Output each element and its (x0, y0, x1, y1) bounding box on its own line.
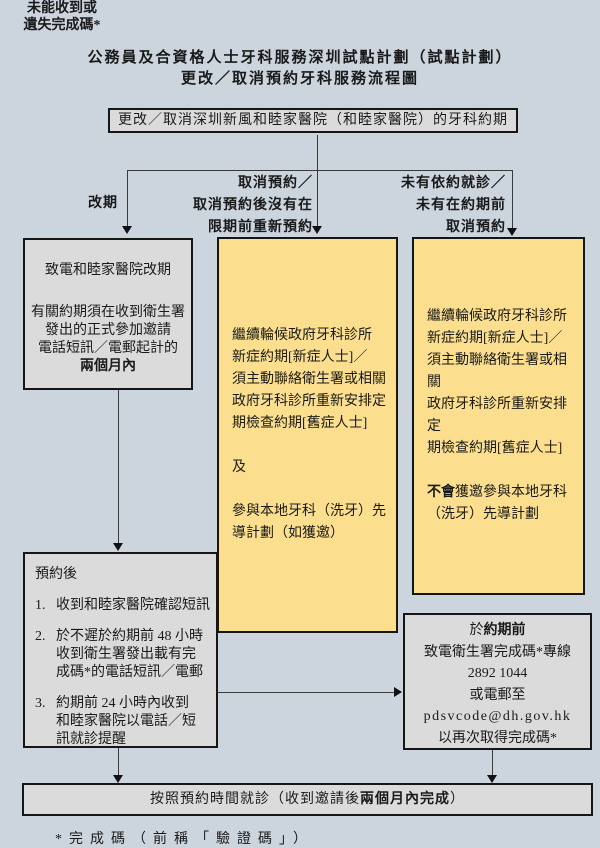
code-line1-bold: 約期前 (483, 623, 526, 638)
reschedule-box-body: 有關約期須在收到衛生署 發出的正式參加邀請 電話短訊／電郵起計的 兩個月內 (25, 304, 191, 376)
no-show-not-bold: 不會 (427, 485, 455, 500)
after-item3-number: 3. (35, 696, 46, 711)
arrow-final-left (113, 775, 123, 783)
cancel-queue-line5: 期檢查約期[舊症人士] (232, 416, 368, 431)
final-box-suffix: ） (450, 792, 465, 807)
connector-branch-horizontal (127, 170, 513, 171)
code-box-line4: 或電郵至 (469, 687, 526, 703)
code-box-email: pdsvcode@dh.gov.hk (423, 709, 572, 724)
arrow-into-cancel-box (312, 226, 322, 234)
final-box-prefix: 按照預約時間就診（收到邀請後 (150, 792, 360, 807)
branch-label-cancel-line3: 限期前重新預約 (208, 220, 313, 235)
no-show-queue-line2: 新症約期[新症人士]／ (427, 331, 563, 346)
cancel-and-word: 及 (232, 460, 246, 475)
code-box-line1: 於約期前 (405, 620, 590, 642)
after-item2-text: 於不遲於約期前 48 小時 收到衛生署發出載有完 成碼*的電話短訊／電郵 (56, 628, 203, 682)
code-box-phone: 2892 1044 (467, 666, 528, 681)
page-subtitle: 更改／取消預約牙科服務流程圖 (180, 71, 419, 87)
no-show-queue-line4: 政府牙科診所重新安排定 (427, 397, 567, 434)
after-item3-line3: 訊就診提醒 (56, 732, 126, 747)
reschedule-body-line2: 發出的正式參加邀請 (45, 323, 171, 338)
footnote-completion-code: *完成碼（前稱「驗證碼」） (55, 832, 314, 847)
after-item3-text: 約期前 24 小時內收到 和睦家醫院以電話／短 訊就診提醒 (56, 695, 196, 749)
branch-label-cancel-line2: 取消預約後沒有在 (193, 198, 313, 213)
missing-code-label: 未能收到或 遺失完成碼* (0, 0, 124, 34)
code-box-line2: 致電衛生署完成碼*專線 (424, 644, 571, 660)
start-box-text: 更改／取消深圳新風和睦家醫院（和睦家醫院）的牙科約期 (118, 113, 508, 128)
final-box-bold: 兩個月內完成 (360, 792, 450, 807)
connector-right-branch-vertical (512, 170, 513, 228)
reschedule-box-heading: 致電和睦家醫院改期 (45, 263, 171, 278)
after-item1-number: 1. (35, 598, 46, 613)
branch-label-reschedule: 改期 (88, 196, 118, 211)
branch-label-no-show-line2: 未有在約期前 (416, 198, 506, 213)
after-item2-line2: 收到衛生署發出載有完 (56, 647, 196, 662)
after-booking-box: 預約後 1. 收到和睦家醫院確認短訊 2. 於不遲於約期前 48 小時 收到衛生… (23, 552, 218, 748)
reschedule-box: 致電和睦家醫院改期 有關約期須在收到衛生署 發出的正式參加邀請 電話短訊／電郵起… (23, 238, 193, 390)
connector-reschedule-to-after (118, 390, 119, 543)
arrow-into-reschedule-box (122, 226, 132, 234)
after-box-item2: 2. 於不遲於約期前 48 小時 收到衛生署發出載有完 成碼*的電話短訊／電郵 (35, 628, 210, 682)
missing-code-label-line2: 遺失完成碼* (23, 18, 101, 33)
arrow-into-after-box (113, 543, 123, 551)
after-item2-line3: 成碼*的電話短訊／電郵 (56, 665, 203, 680)
after-box-item1: 1. 收到和睦家醫院確認短訊 (35, 597, 210, 615)
after-item3-line2: 和睦家醫院以電話／短 (56, 714, 196, 729)
no-show-result-box: 繼續輪候政府牙科診所 新症約期[新症人士]／ 須主動聯絡衛生署或相關 政府牙科診… (412, 237, 585, 595)
reschedule-two-months-bold: 兩個月內 (80, 359, 136, 374)
cancel-queue-line4: 政府牙科診所重新安排定 (232, 394, 386, 409)
connector-middle-branch-vertical (317, 170, 318, 226)
reschedule-body-line3: 電話短訊／電郵起計的 (38, 341, 178, 356)
arrow-into-noshow-box (507, 228, 517, 236)
no-show-not-rest: 獲邀參與本地牙科 (455, 485, 567, 500)
branch-label-no-show: 未有依約就診／ 未有在約期前 取消預約 (366, 173, 506, 239)
arrow-final-right (487, 775, 497, 783)
cancel-queue-line2: 新症約期[新症人士]／ (232, 350, 368, 365)
no-show-queue-line1: 繼續輪候政府牙科診所 (427, 309, 567, 324)
branch-label-no-show-line3: 取消預約 (446, 220, 506, 235)
after-item3-line1: 約期前 24 小時內收到 (56, 696, 189, 711)
connector-start-vertical (317, 135, 318, 170)
cancel-queue-line3: 須主動聯絡衛生署或相關 (232, 372, 386, 387)
no-show-queue-line5: 期檢查約期[舊症人士] (427, 441, 563, 456)
no-show-queue-line3: 須主動聯絡衛生署或相關 (427, 353, 567, 390)
after-box-heading: 預約後 (35, 567, 77, 582)
cancel-pilot-line2: 導計劃（如獲邀） (232, 526, 344, 541)
completion-code-box: 於約期前 致電衛生署完成碼*專線 2892 1044 或電郵至 pdsvcode… (403, 613, 592, 750)
after-item2-number: 2. (35, 629, 46, 644)
cancel-pilot-line1: 參與本地牙科（洗牙）先 (232, 504, 386, 519)
after-item1-text: 收到和睦家醫院確認短訊 (56, 598, 210, 613)
branch-label-cancel: 取消預約／ 取消預約後沒有在 限期前重新預約 (173, 173, 313, 239)
connector-after-to-final (118, 748, 119, 776)
missing-code-label-line1: 未能收到或 (27, 1, 97, 16)
after-box-item3: 3. 約期前 24 小時內收到 和睦家醫院以電話／短 訊就診提醒 (35, 695, 210, 749)
reschedule-body-line4: 兩個月內 (25, 358, 191, 376)
branch-label-no-show-line1: 未有依約就診／ (401, 176, 506, 191)
cancel-queue-line1: 繼續輪候政府牙科診所 (232, 328, 372, 343)
connector-code-to-final (492, 750, 493, 776)
arrow-into-code-box (394, 687, 402, 697)
start-box: 更改／取消深圳新風和睦家醫院（和睦家醫院）的牙科約期 (108, 108, 518, 133)
reschedule-body-line1: 有關約期須在收到衛生署 (31, 305, 185, 320)
connector-after-to-code-horizontal (218, 692, 395, 693)
final-attend-box: 按照預約時間就診（收到邀請後兩個月內完成） (22, 783, 593, 816)
branch-label-cancel-line1: 取消預約／ (238, 176, 313, 191)
after-item2-line1: 於不遲於約期前 48 小時 (56, 629, 203, 644)
page-title: 公務員及合資格人士牙科服務深圳試點計劃（試點計劃） (87, 50, 513, 66)
code-box-line6: 以再次取得完成碼* (438, 730, 557, 746)
code-line1-prefix: 於 (469, 623, 484, 638)
no-show-not-line1: 不會獲邀參與本地牙科 (427, 482, 577, 504)
cancel-result-box: 繼續輪候政府牙科診所 新症約期[新症人士]／ 須主動聯絡衛生署或相關 政府牙科診… (217, 237, 398, 633)
no-show-not-line2: （洗牙）先導計劃 (427, 507, 539, 522)
connector-left-branch-vertical (127, 170, 128, 226)
